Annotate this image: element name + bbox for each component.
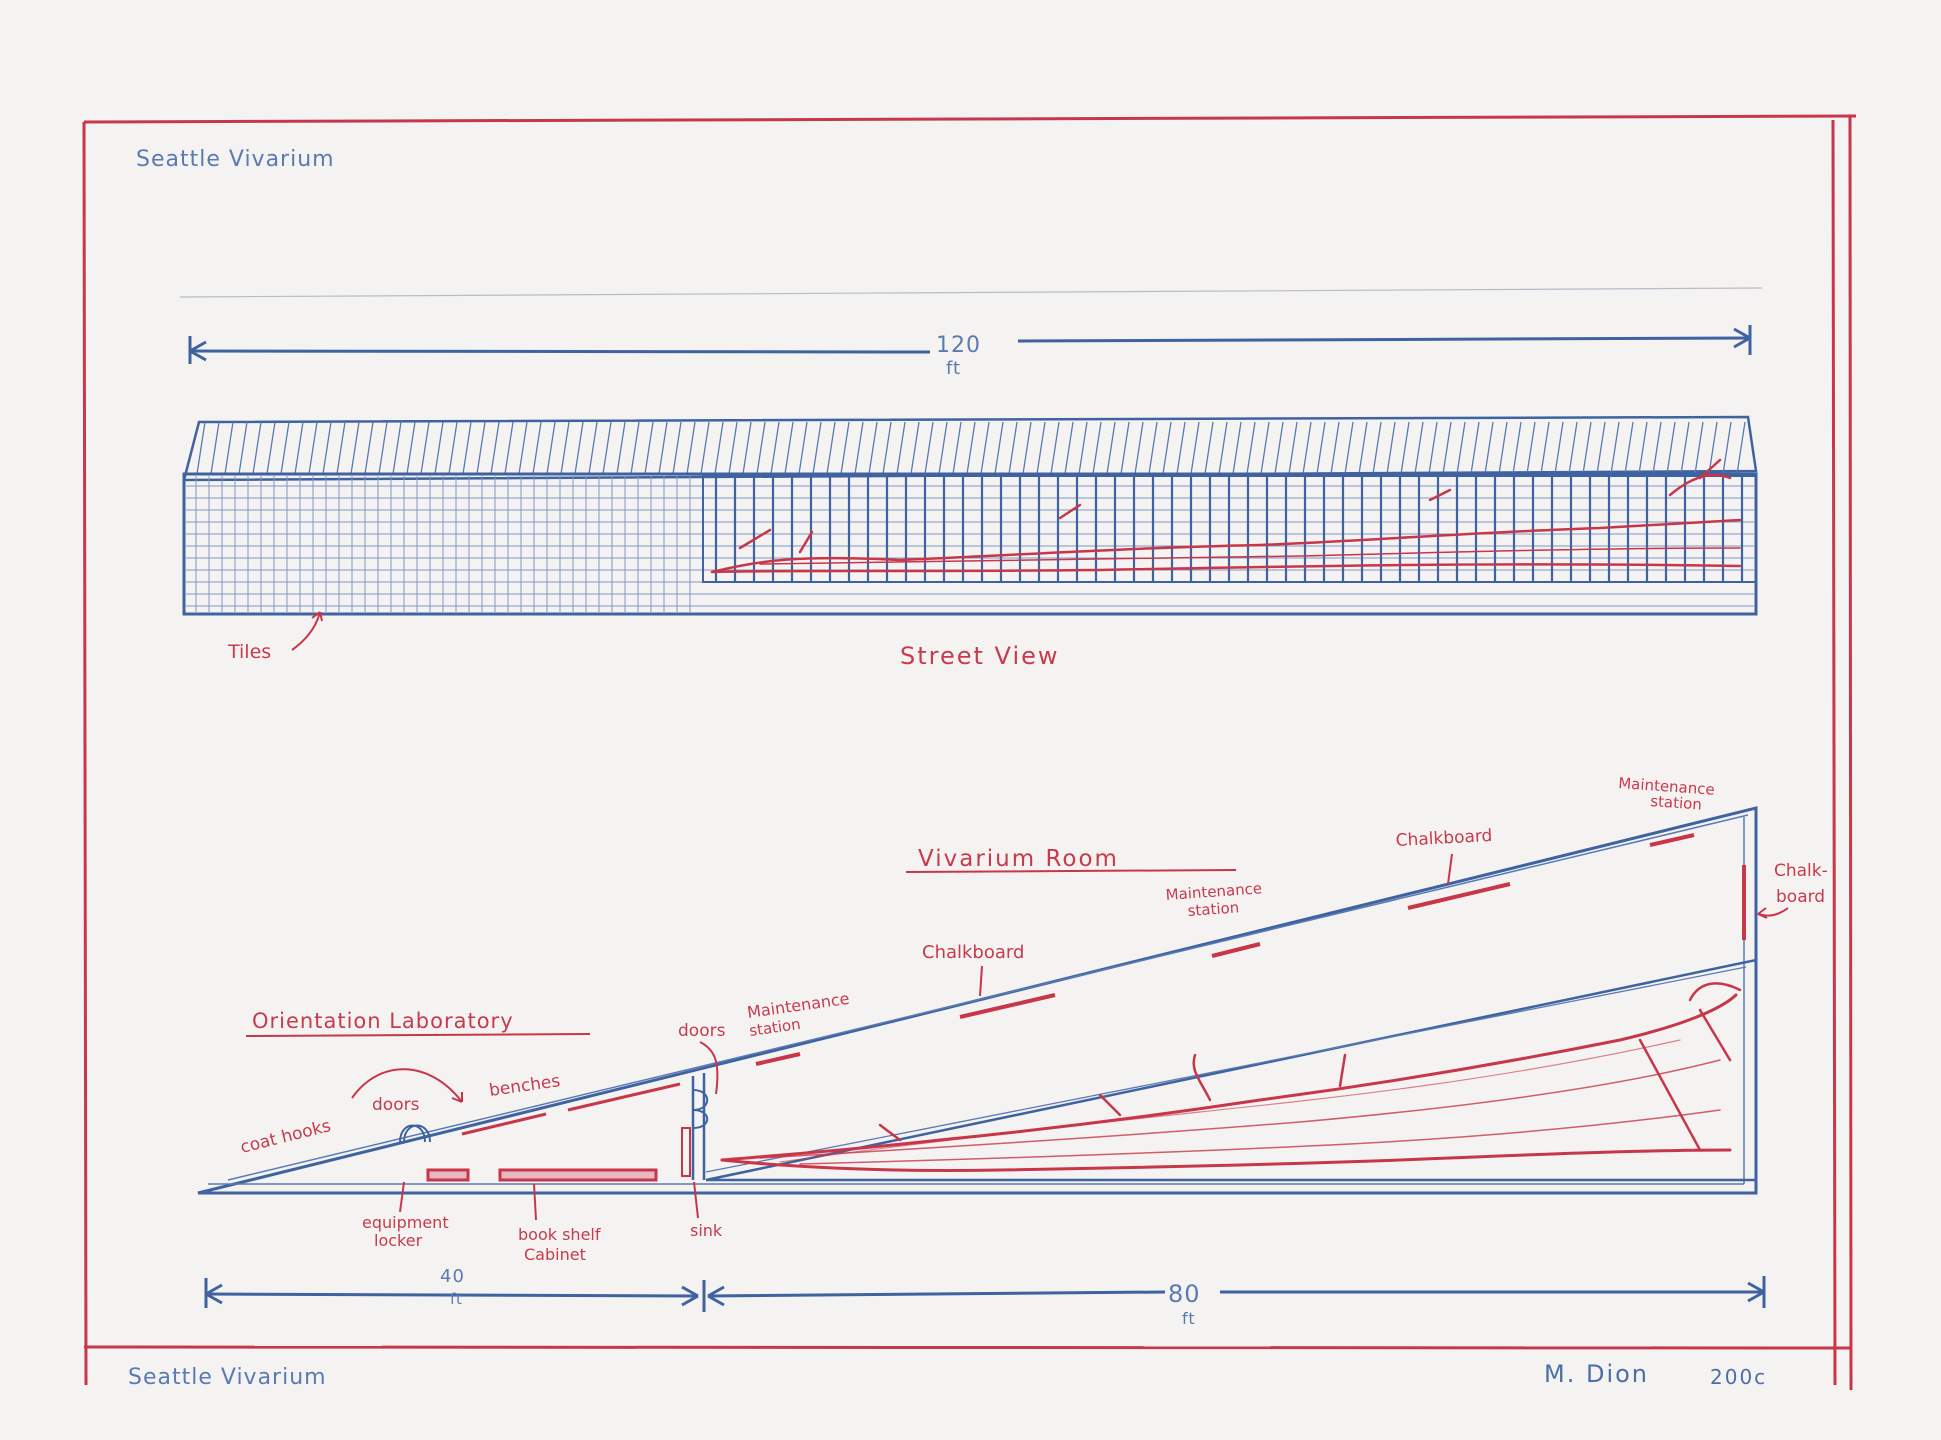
book-shelf-leader [533,1183,537,1221]
tiles-label: Tiles [227,641,271,663]
plan-view [197,806,1758,1195]
dimension-120-value: 120 [936,333,981,358]
dimension-80-value: 80 [1168,1280,1201,1308]
doors-room-label: doors [678,1021,726,1041]
chalkboard-2-label: Chalkboard [1395,826,1493,851]
plan-log [720,982,1742,1173]
dimension-120-unit: ft [946,358,961,379]
vivarium-room-underline [905,869,1237,873]
doors-lab-label: doors [372,1095,420,1115]
dimension-120ft [188,325,1752,364]
benches-label: benches [488,1071,562,1101]
artist-signature: M. Dion [1544,1360,1649,1388]
guide-line [179,287,1763,298]
chalkboard-1-leader [979,965,983,997]
title-bottom: Seattle Vivarium [128,1365,327,1390]
street-view-log [710,458,1742,574]
equipment-locker-line2: locker [374,1231,423,1250]
book-shelf-line2: Cabinet [524,1245,586,1264]
dimension-40-unit: ft [450,1290,463,1308]
chalkboard-end-line1: Chalk- [1774,861,1828,881]
maintenance-2-line2: station [1187,898,1240,920]
dimension-bottom [204,1276,1766,1312]
plan-chalkboards [959,865,1746,1019]
orientation-lab-heading: Orientation Laboratory [252,1009,514,1033]
orientation-lab-underline [245,1033,591,1037]
book-shelf-line1: book shelf [518,1225,601,1244]
red-border-frame [82,114,1857,1391]
doors-room-arrow [699,1041,719,1095]
chalkboard-end-arrow [1757,907,1789,919]
vivarium-room-heading: Vivarium Room [918,846,1119,872]
tiles-arrow [291,611,323,651]
sink-label: sink [690,1221,723,1240]
drawing-year: 200c [1710,1365,1767,1389]
coat-hooks-label: coat hooks [238,1116,333,1158]
chalkboard-1-label: Chalkboard [922,942,1024,963]
dimension-40-value: 40 [440,1266,465,1287]
doors-lab-arrow [351,1068,463,1103]
maintenance-3-line2: station [1650,792,1703,814]
equipment-locker-leader [399,1181,405,1213]
dimension-80-unit: ft [1182,1309,1196,1328]
street-view-building [182,415,1758,616]
street-view-heading: Street View [900,642,1060,670]
sink-leader [693,1181,699,1219]
chalkboard-end-line2: board [1776,887,1825,907]
plan-benches [461,1082,681,1136]
plan-maintenance-stations [755,833,1695,1066]
plan-lockers [426,1168,658,1182]
chalkboard-2-leader [1447,853,1453,885]
title-top: Seattle Vivarium [136,147,335,172]
equipment-locker-line1: equipment [362,1213,449,1232]
